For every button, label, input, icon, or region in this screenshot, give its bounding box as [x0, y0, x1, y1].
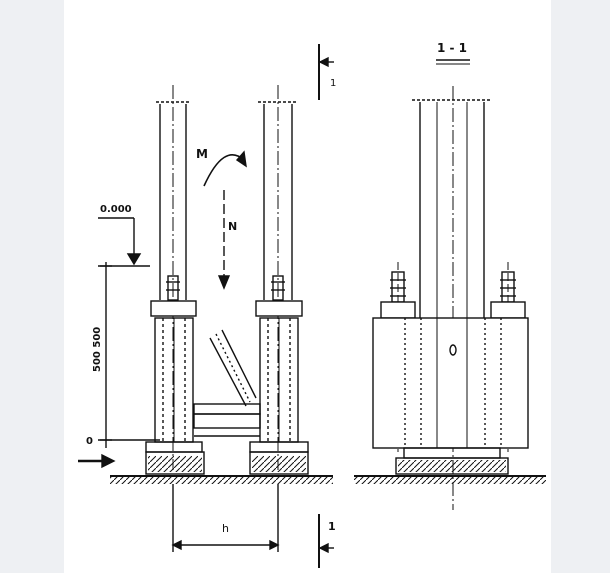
moment-arrowhead — [235, 150, 247, 168]
section-title: 1 - 1 — [437, 41, 467, 55]
axial-force-label: N — [228, 220, 237, 233]
section-marker-top-label: 1 — [330, 78, 336, 89]
left-column — [145, 85, 205, 475]
span-label: h — [222, 522, 229, 535]
ground-left — [110, 475, 333, 484]
vertical-dimension — [98, 262, 160, 448]
level-zero-arrow — [78, 453, 116, 469]
ground-right — [354, 475, 546, 484]
span-dimension — [171, 484, 280, 552]
left-margin — [0, 0, 64, 573]
section-marker-bottom-label: 1 — [328, 520, 336, 533]
engineering-diagram: M N 0.000 500 500 0 h 1 1 — [78, 41, 546, 568]
moment-label: M — [196, 147, 208, 161]
dimension-label: 500 500 — [92, 327, 103, 372]
section-marker-bottom — [318, 514, 334, 568]
right-margin — [551, 0, 610, 573]
section-marker-top — [318, 44, 334, 100]
level-zero-label: 0 — [86, 436, 93, 447]
section-base — [395, 447, 509, 475]
section-pedestal — [372, 317, 529, 449]
elevation-mark — [98, 217, 150, 267]
elevation-mark-label: 0.000 — [100, 204, 132, 215]
diagonal-brace — [209, 329, 257, 407]
elevation-view — [78, 44, 334, 568]
base-beam — [193, 403, 261, 437]
right-column — [249, 85, 309, 475]
section-view — [354, 59, 546, 510]
